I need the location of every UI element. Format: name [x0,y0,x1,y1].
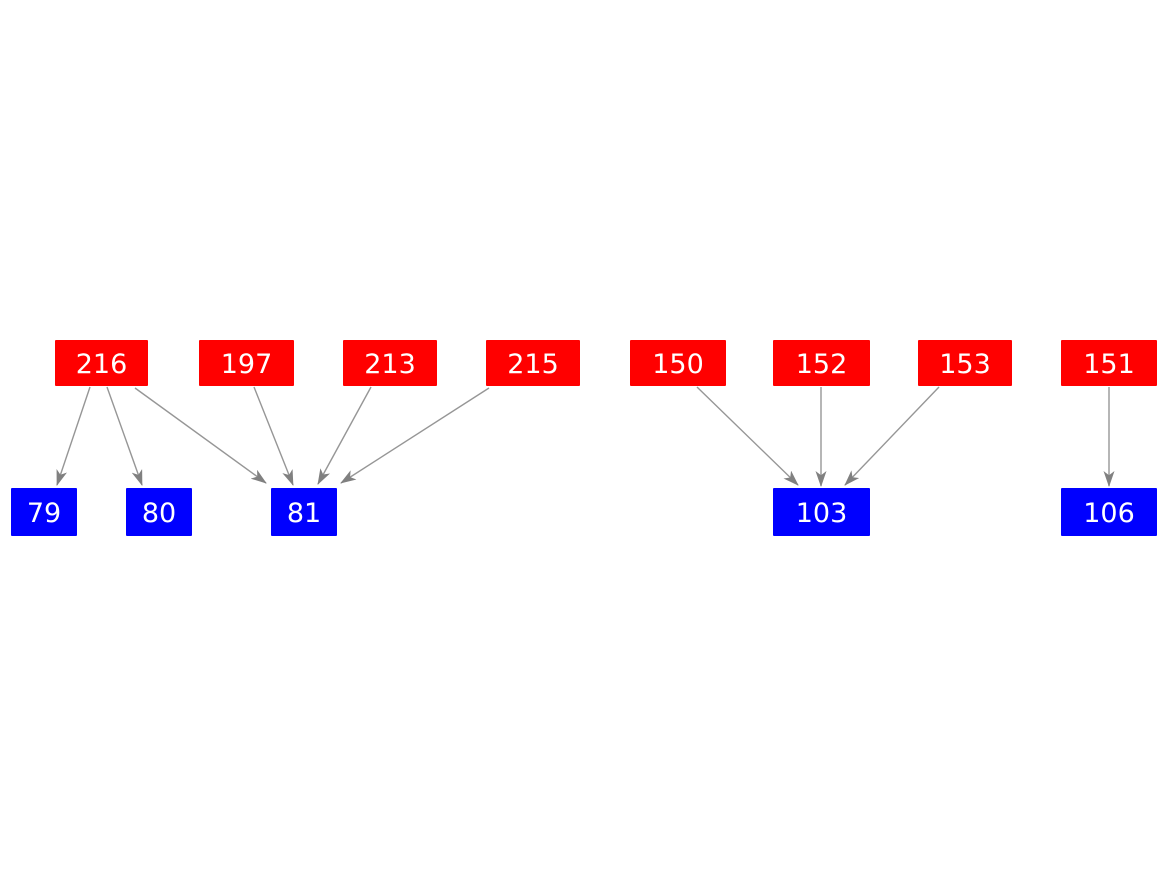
node-153: 153 [918,340,1012,386]
node-80: 80 [126,488,192,536]
edge-216-79 [56,386,91,486]
edge-197-81 [253,386,294,486]
edge-150-103 [696,386,799,486]
edge-215-81 [340,387,490,484]
edge-216-81 [134,387,267,484]
node-81: 81 [271,488,337,536]
edge-216-80 [106,386,143,486]
node-103: 103 [773,488,870,536]
node-106: 106 [1061,488,1157,536]
node-216: 216 [55,340,148,386]
node-150: 150 [630,340,726,386]
node-213: 213 [343,340,437,386]
edge-153-103 [844,386,940,486]
node-79: 79 [11,488,77,536]
edge-213-81 [317,386,372,485]
node-152: 152 [773,340,870,386]
node-197: 197 [199,340,294,386]
node-215: 215 [486,340,580,386]
edges-group [56,386,1115,487]
node-151: 151 [1061,340,1157,386]
